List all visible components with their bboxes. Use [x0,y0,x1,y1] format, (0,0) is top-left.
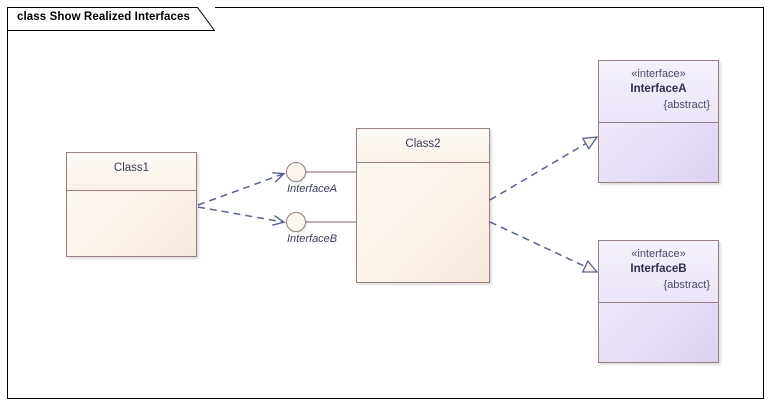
lollipop-interfacea-ball [286,162,306,182]
interfaceb-operations-compartment [599,303,718,363]
lollipop-interfacea-label: InterfaceA [287,183,338,195]
lollipop-interfaceb-ball [286,212,306,232]
uml-interface-interfacea[interactable]: «interface» InterfaceA {abstract} [598,60,719,183]
interfaceb-abstract-tag: {abstract} [663,279,710,292]
lollipop-interfaceb-label: InterfaceB [287,233,338,245]
interfacea-stereotype: «interface» [631,68,686,80]
interfacea-abstract-tag: {abstract} [663,99,710,112]
interfacea-name: InterfaceA [630,83,687,96]
lollipop-interfaceb[interactable] [286,212,306,232]
class1-attributes-compartment [67,191,196,256]
frame-title-tab: class Show Realized Interfaces [7,7,215,31]
class1-header: Class1 [67,153,196,191]
class1-body: Class1 [66,152,197,257]
interfaceb-name: InterfaceB [630,263,687,276]
class2-body: Class2 [356,128,490,283]
interfaceb-header: «interface» InterfaceB {abstract} [599,241,718,303]
class2-name: Class2 [405,138,441,150]
class2-header: Class2 [357,129,489,163]
interfacea-header: «interface» InterfaceA {abstract} [599,61,718,123]
interfaceb-stereotype: «interface» [631,248,686,260]
frame-title-label: class Show Realized Interfaces [17,11,191,23]
class2-attributes-compartment [357,163,489,282]
uml-interface-interfaceb[interactable]: «interface» InterfaceB {abstract} [598,240,719,363]
interfaceb-body: «interface» InterfaceB {abstract} [598,240,719,363]
interfacea-body: «interface» InterfaceA {abstract} [598,60,719,183]
uml-class-class1[interactable]: Class1 [66,152,197,257]
uml-class-class2[interactable]: Class2 [356,128,490,283]
frame-title-tab-shape [7,7,215,31]
interfacea-operations-compartment [599,123,718,183]
lollipop-interfacea[interactable] [286,162,306,182]
class1-name: Class1 [113,162,150,174]
